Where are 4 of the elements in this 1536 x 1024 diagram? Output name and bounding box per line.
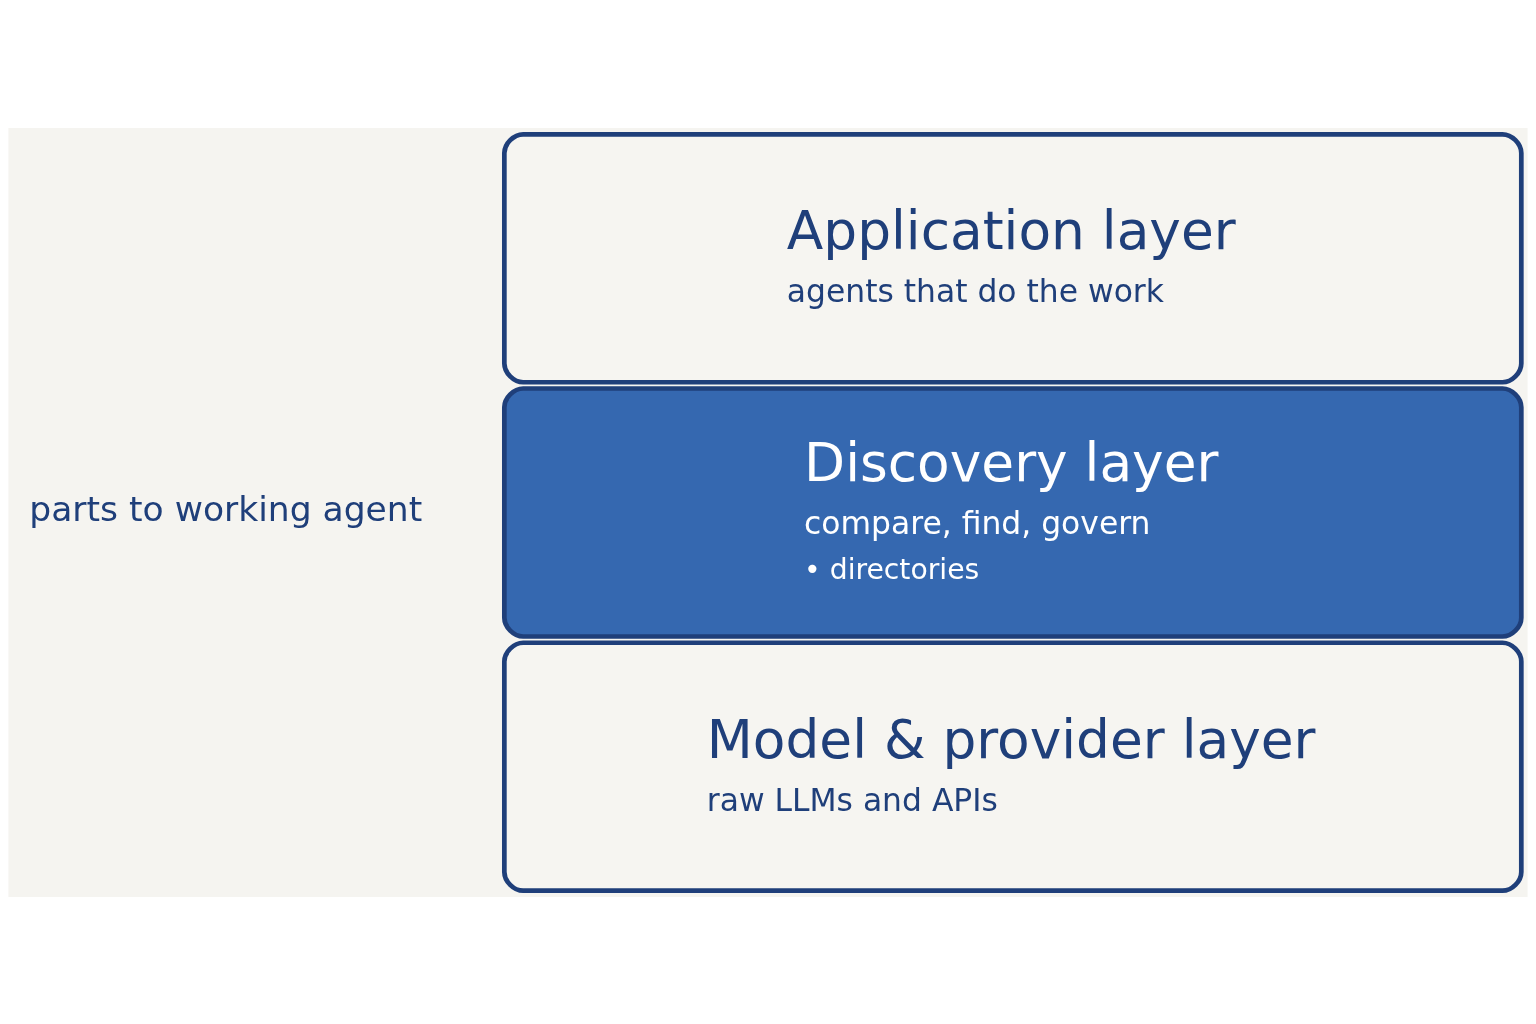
node-box: Model & provider layer raw LLMs and APIs — [502, 639, 1524, 893]
node-box: Application layer agents that do the work — [502, 131, 1524, 385]
node-box: Discovery layer compare, find, govern • directories — [502, 385, 1524, 639]
label: parts to working agent — [29, 488, 423, 529]
